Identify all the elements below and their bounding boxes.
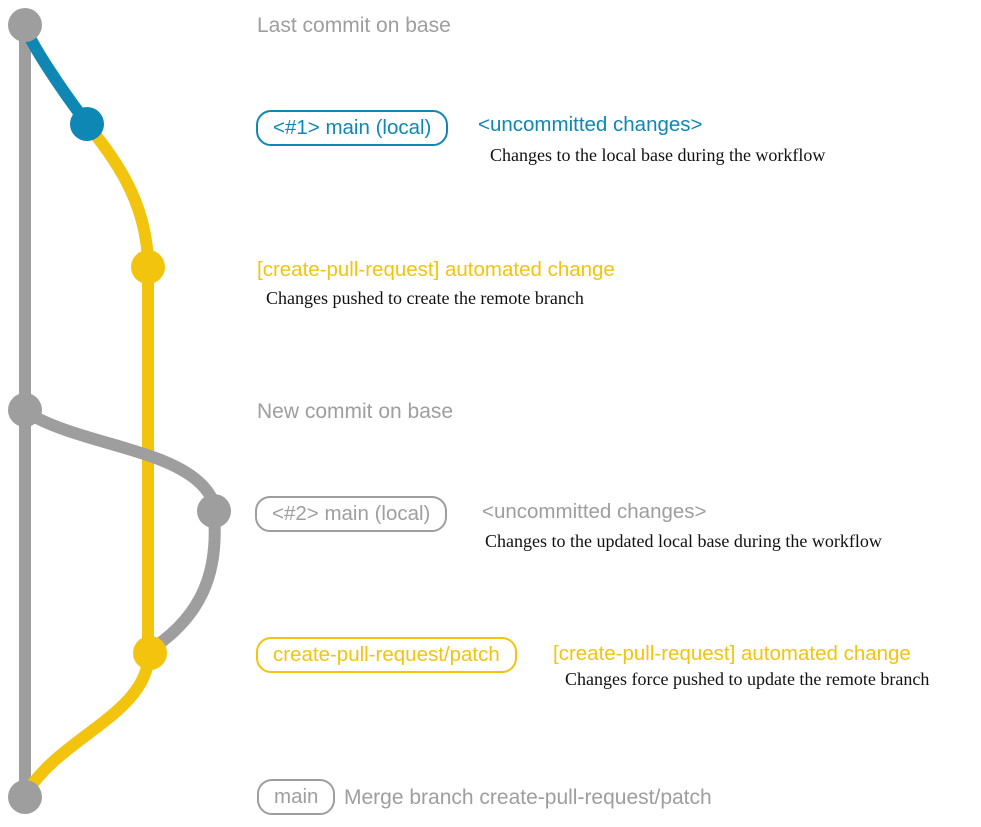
new-commit-on-base-label: New commit on base: [257, 400, 454, 423]
local-main-branch-line-2: [20, 406, 220, 517]
patch-merge-line: [21, 648, 155, 798]
uncommitted-changes-note-1: <uncommitted changes>: [478, 113, 703, 136]
automated-change-desc-2: Changes force pushed to update the remot…: [565, 669, 930, 689]
commit-dot-automated-change-1: [131, 250, 165, 284]
branch-tag-main-local-2: <#2> main (local): [255, 496, 448, 532]
branch-tag-main: main: [257, 779, 336, 815]
automated-change-title-1: [create-pull-request] automated change: [257, 258, 615, 281]
git-graph: [8, 8, 231, 814]
merge-commit-message: Merge branch create-pull-request/patch: [344, 786, 712, 809]
branch-tag-main-local-1: <#1> main (local): [256, 110, 449, 146]
local-main-branch-line-1: [19, 21, 92, 128]
uncommitted-changes-desc-2: Changes to the updated local base during…: [485, 531, 882, 551]
commit-dot-automated-change-2: [133, 636, 167, 670]
commit-dot-uncommitted-1: [70, 107, 104, 141]
uncommitted-changes-note-2: <uncommitted changes>: [482, 500, 707, 523]
last-commit-on-base-label: Last commit on base: [257, 14, 451, 37]
branch-tag-create-pull-request-patch: create-pull-request/patch: [256, 637, 517, 673]
commit-dot-merge: [8, 780, 42, 814]
commit-dot-last-commit-on-base: [8, 8, 42, 42]
commit-dot-new-commit-on-base: [8, 393, 42, 427]
uncommitted-changes-desc-1: Changes to the local base during the wor…: [490, 145, 826, 165]
automated-change-desc-1: Changes pushed to create the remote bran…: [266, 288, 584, 308]
local-main-rebase-line: [150, 506, 221, 652]
patch-branch-line: [81, 118, 154, 661]
automated-change-title-2: [create-pull-request] automated change: [553, 642, 911, 665]
commit-dot-uncommitted-2: [197, 494, 231, 528]
